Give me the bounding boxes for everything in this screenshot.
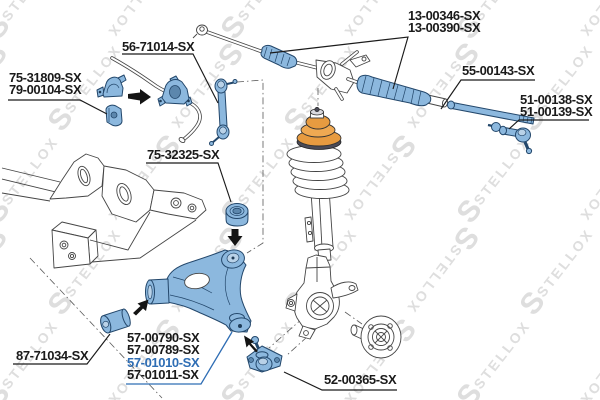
tie-rod-end-drawing[interactable]	[487, 122, 533, 155]
steering-boot-left-drawing[interactable]	[260, 44, 298, 69]
part-number: 79-00104-SX	[9, 82, 82, 98]
stabilizer-bushing-bracket-drawing[interactable]	[96, 74, 127, 98]
part-number: 56-71014-SX	[122, 39, 195, 54]
stabilizer-bar-drawing	[110, 56, 202, 144]
part-number: 75-31809-SX	[9, 70, 82, 85]
part-number: 57-00790-SX	[127, 330, 200, 345]
part-number: 57-01011-SX	[127, 367, 199, 383]
arrow-down-icon	[227, 229, 243, 246]
strut-top-mount-drawing	[296, 107, 342, 150]
steering-boots-label: 13-00346-SX 13-00390-SX	[408, 8, 481, 36]
control-arm-label: 57-00790-SX 57-00789-SX 57-01010-SX 57-0…	[127, 330, 200, 383]
part-number: 57-00789-SX	[127, 342, 200, 358]
inner-tie-rod-label: 55-00143-SX	[462, 63, 535, 78]
part-number: 55-00143-SX	[462, 63, 535, 78]
arrow-up-left-icon	[244, 335, 258, 353]
tie-rod-end-label: 51-00138-SX 51-00139-SX	[520, 92, 593, 120]
arrow-up-right-icon	[133, 299, 149, 316]
control-arm-bushing-drawing[interactable]	[99, 308, 132, 334]
control-arm-drawing[interactable]	[145, 248, 252, 334]
part-number: 13-00390-SX	[408, 20, 481, 36]
stabilizer-link-drawing[interactable]	[209, 78, 238, 146]
strut-assembly-drawing	[286, 107, 350, 262]
steering-rack-drawing	[192, 24, 449, 108]
subframe-bushing-label: 75-32325-SX	[147, 147, 220, 162]
arm-bushing-label: 87-71034-SX	[16, 348, 89, 363]
part-number: 51-00138-SX	[520, 92, 593, 107]
steering-boot-right-drawing[interactable]	[356, 74, 432, 107]
subframe-drawing	[1, 153, 207, 269]
wheel-hub-drawing	[350, 315, 402, 359]
part-number: 51-00139-SX	[520, 104, 593, 120]
explode-arrows	[128, 89, 258, 353]
ball-joint-drawing[interactable]	[246, 336, 283, 373]
coil-spring-drawing	[286, 145, 350, 199]
arrow-right-icon	[128, 89, 151, 105]
part-number: 87-71034-SX	[16, 348, 89, 363]
stabilizer-link-label: 56-71014-SX	[122, 39, 195, 54]
subframe-bushing-drawing[interactable]	[225, 203, 249, 227]
ball-joint-label: 52-00365-SX	[324, 372, 397, 387]
stabilizer-bushing-label: 75-31809-SX 79-00104-SX	[9, 70, 82, 98]
leader-lines	[8, 36, 589, 391]
part-number: 13-00346-SX	[408, 8, 481, 23]
stabilizer-bushing-drawing[interactable]	[105, 104, 123, 127]
stabilizer-bar-bracket-drawing[interactable]	[157, 75, 193, 107]
part-number: 75-32325-SX	[147, 147, 220, 162]
steering-knuckle-drawing	[285, 254, 359, 340]
part-number: 52-00365-SX	[324, 372, 397, 387]
part-number-link[interactable]: 57-01010-SX	[127, 354, 200, 370]
